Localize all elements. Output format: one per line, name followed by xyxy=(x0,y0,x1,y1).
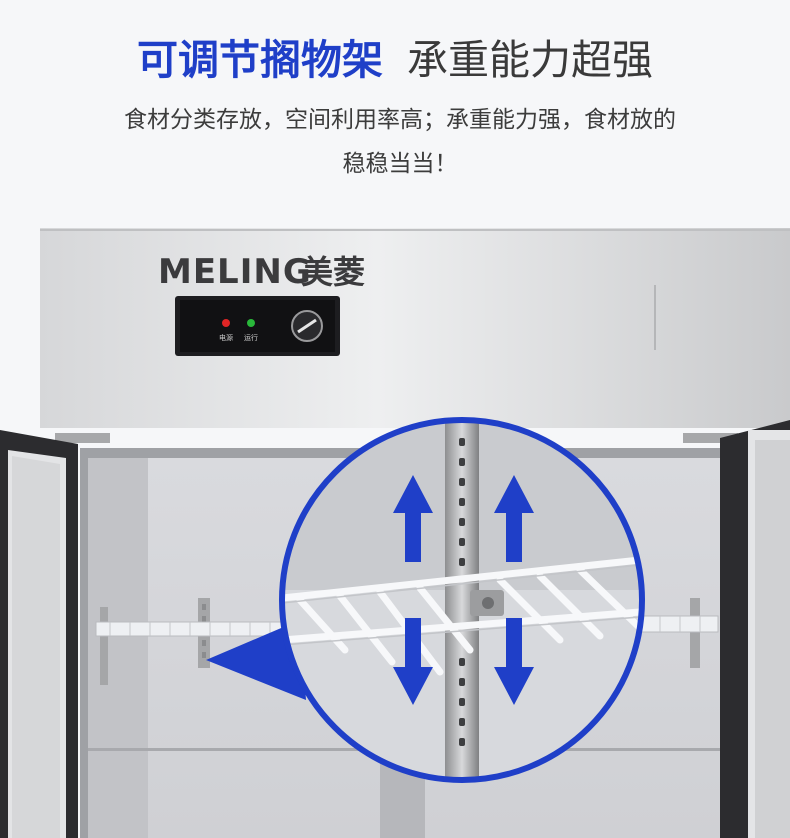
brand-logo-latin: MELING xyxy=(158,252,312,292)
run-indicator-light xyxy=(247,319,255,327)
headline: 可调节搁物架承重能力超强 xyxy=(0,32,790,88)
run-indicator-label: 运行 xyxy=(244,333,258,342)
headline-rest: 承重能力超强 xyxy=(407,36,653,84)
callout-pointer xyxy=(206,620,306,700)
header: 可调节搁物架承重能力超强 食材分类存放，空间利用率高；承重能力强，食材放的稳稳当… xyxy=(0,0,790,210)
zoom-callout xyxy=(279,417,645,783)
brand-logo-cn: 美菱 xyxy=(301,253,365,291)
arrow-down-icon xyxy=(393,618,534,705)
product-photo: MELING 美菱 电源 运行 xyxy=(0,200,790,838)
power-indicator-label: 电源 xyxy=(219,333,233,342)
description: 食材分类存放，空间利用率高；承重能力强，食材放的稳稳当当！ xyxy=(124,107,676,177)
headline-emphasis: 可调节搁物架 xyxy=(137,36,383,84)
arrow-up-icon xyxy=(393,475,534,562)
top-panel xyxy=(40,228,790,428)
power-indicator-light xyxy=(222,319,230,327)
